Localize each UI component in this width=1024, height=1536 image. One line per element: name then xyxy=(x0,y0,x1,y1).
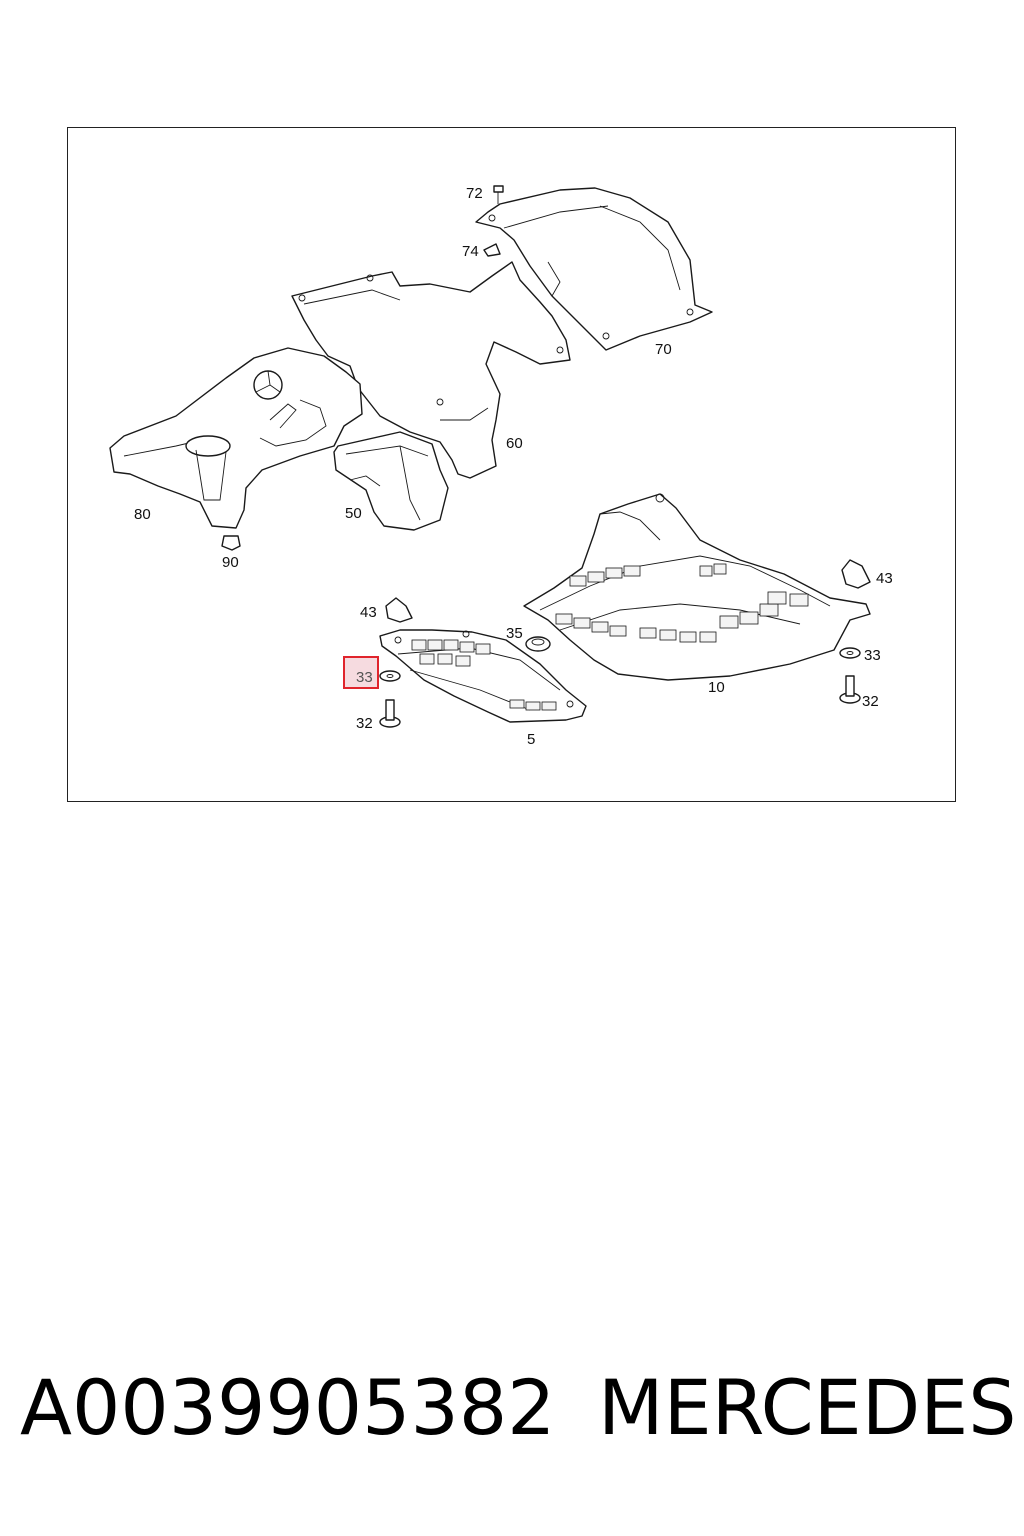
callout-70[interactable]: 70 xyxy=(655,341,672,358)
callout-35[interactable]: 35 xyxy=(506,625,523,642)
part-32-bolt-right xyxy=(839,675,861,704)
part-43-clip-left xyxy=(385,597,413,623)
callout-72[interactable]: 72 xyxy=(466,185,483,202)
part-80-engine-cover xyxy=(109,347,363,529)
callout-43-right[interactable]: 43 xyxy=(876,570,893,587)
callout-74[interactable]: 74 xyxy=(462,243,479,260)
brand-label: MERCEDES xyxy=(598,1363,1017,1452)
part-5-ribs xyxy=(411,639,557,711)
part-60-panel xyxy=(291,261,571,479)
callout-33-highlighted[interactable]: 33 xyxy=(356,669,373,686)
callout-highlight-box xyxy=(343,656,379,689)
part-33-washer-right xyxy=(839,647,861,659)
part-5-small-shield xyxy=(379,629,587,723)
callout-60[interactable]: 60 xyxy=(506,435,523,452)
callout-80[interactable]: 80 xyxy=(134,506,151,523)
callout-90[interactable]: 90 xyxy=(222,554,239,571)
part-74-clip xyxy=(483,243,501,257)
callout-50[interactable]: 50 xyxy=(345,505,362,522)
callout-32-right[interactable]: 32 xyxy=(862,693,879,710)
part-72-screw xyxy=(493,185,504,204)
part-43-clip-right xyxy=(841,559,871,589)
callout-5[interactable]: 5 xyxy=(527,731,535,748)
part-33-washer-left xyxy=(379,670,401,682)
callout-33-right[interactable]: 33 xyxy=(864,647,881,664)
part-90-nut xyxy=(221,535,241,551)
part-number-label: A0039905382 xyxy=(20,1363,556,1452)
part-70-panel xyxy=(475,187,713,351)
callout-10[interactable]: 10 xyxy=(708,679,725,696)
diagram-frame xyxy=(67,127,956,802)
callout-32-left[interactable]: 32 xyxy=(356,715,373,732)
part-50-bracket xyxy=(333,431,449,531)
callout-43-left[interactable]: 43 xyxy=(360,604,377,621)
part-32-bolt-left xyxy=(379,699,401,728)
part-10-ribs xyxy=(555,563,809,643)
part-35-grommet xyxy=(525,636,551,652)
part-10-underbody-shield xyxy=(523,493,871,681)
